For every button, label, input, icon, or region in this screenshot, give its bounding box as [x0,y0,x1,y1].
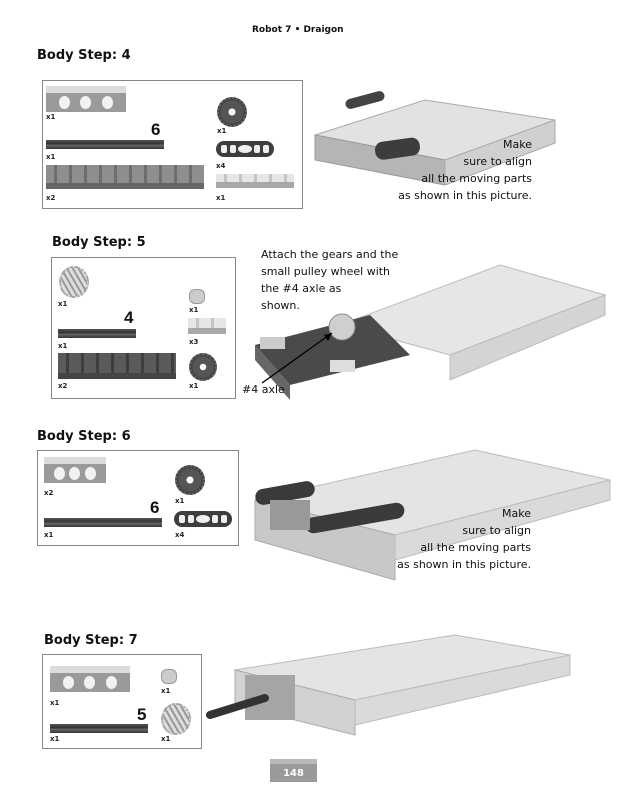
technic-beam-part [50,666,130,692]
bush-part [189,289,205,304]
part-quantity: x1 [189,382,199,390]
note-line: shown. [261,299,300,312]
part-quantity: x2 [46,194,56,202]
step-4-model-illustration [314,91,556,186]
part-quantity: x1 [189,306,199,314]
part-quantity: x2 [44,489,54,497]
axle-length: 5 [137,705,147,724]
part-quantity: x4 [216,162,226,170]
liftarm-part [216,141,274,157]
axle-part [58,329,136,338]
part-quantity: x4 [175,531,185,539]
plate-part [58,353,176,379]
step-4-parts-box: x1 6 x1 x2 x1 x4 x1 [42,80,303,209]
part-quantity: x1 [216,194,226,202]
step-6-parts-box: x2 6 x1 x1 x4 [37,450,239,546]
gear-part [161,703,191,735]
step-5-model-illustration [255,264,607,400]
technic-beam-part [44,457,106,483]
note-line: all the moving parts [420,541,531,554]
note-line: as shown in this picture. [397,558,531,571]
axle-part [50,724,148,733]
part-quantity: x1 [50,699,60,707]
step-4-note: Make sure to align all the moving parts … [398,136,532,204]
note-line: Make [503,138,532,151]
bush-part [161,669,177,684]
part-quantity: x1 [58,300,68,308]
axle-part [44,518,162,527]
step-6-note: Make sure to align all the moving parts … [397,505,531,573]
note-line: sure to align [463,155,532,168]
gear-part [217,97,247,127]
step-6-model-illustration [254,449,611,581]
note-line: all the moving parts [421,172,532,185]
axle-length: 6 [150,498,160,517]
part-quantity: x1 [50,735,60,743]
part-quantity: x1 [44,531,54,539]
step-6-title: Body Step: 6 [37,429,131,444]
note-line: small pulley wheel with [261,265,391,278]
plate-part [46,165,204,189]
part-quantity: x3 [189,338,199,346]
axle-callout-label: #4 axle [242,383,285,396]
plate-part [188,318,226,334]
part-quantity: x1 [46,153,56,161]
step-5-note: Attach the gears and the small pulley wh… [261,246,398,314]
small-plate-part [216,174,294,188]
page-number: 148 [270,759,317,782]
callout-arrow [261,332,333,384]
note-line: Attach the gears and the [261,248,399,261]
step-7-parts-box: x1 5 x1 x1 x1 [42,654,202,749]
part-quantity: x2 [58,382,68,390]
note-line: sure to align [462,524,531,537]
step-7-title: Body Step: 7 [44,633,138,648]
axle-length: 6 [151,120,161,139]
note-line: Make [502,507,531,520]
step-4-title: Body Step: 4 [37,48,131,63]
part-quantity: x1 [161,687,171,695]
step-7-model-illustration [206,634,571,736]
axle-part [46,140,164,149]
step-5-parts-box: x1 4 x1 x2 x1 x3 x1 [51,257,236,399]
technic-beam-part [46,86,126,112]
gear-part [175,465,205,495]
part-quantity: x1 [58,342,68,350]
part-quantity: x1 [175,497,185,505]
note-line: the #4 axle as [261,282,342,295]
gear-part [189,353,217,381]
part-quantity: x1 [217,127,227,135]
axle-length: 4 [124,308,134,327]
part-quantity: x1 [46,113,56,121]
step-5-title: Body Step: 5 [52,235,146,250]
gear-part [59,266,89,298]
liftarm-part [174,511,232,527]
running-header: Robot 7 • Draigon [252,25,344,35]
note-line: as shown in this picture. [398,189,532,202]
part-quantity: x1 [161,735,171,743]
